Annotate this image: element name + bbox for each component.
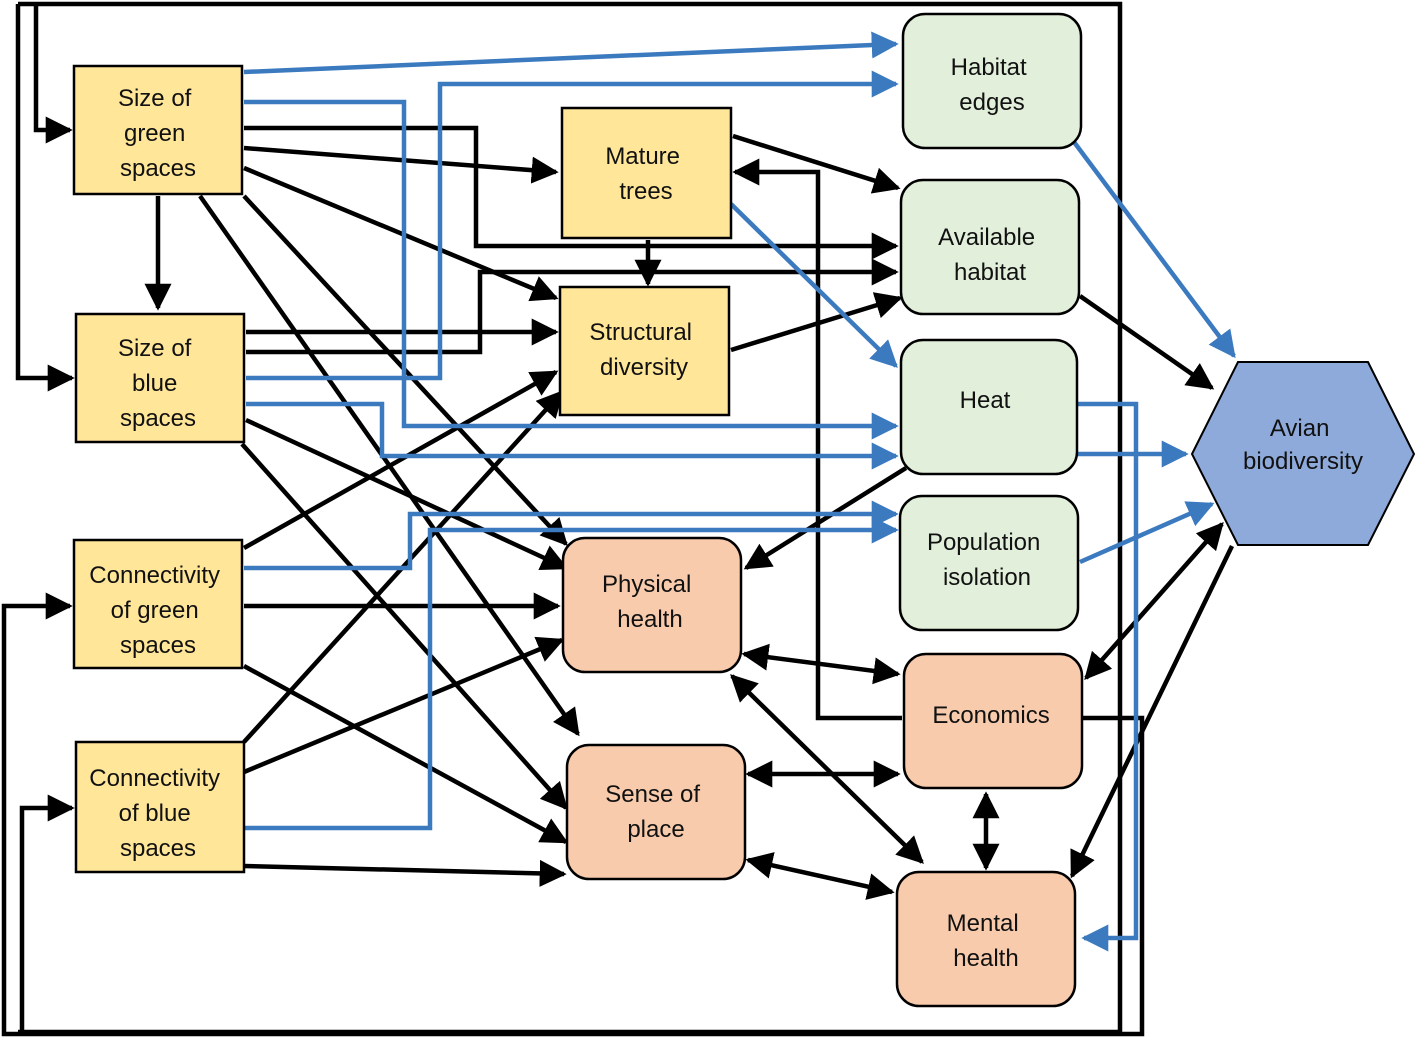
node-sense-of-place-label: Sense of place — [605, 781, 706, 843]
node-sense-of-place: Sense of place — [565, 743, 747, 881]
edge-frame-to-conn-green — [1, 592, 1145, 1037]
edge-conn-blue-to-physical — [243, 636, 565, 775]
node-avian-biodiversity: Avian biodiversity — [1190, 361, 1416, 546]
edge-blue-heat-to-mental — [1078, 401, 1139, 952]
edge-size-blue-to-available — [246, 258, 899, 355]
node-connectivity-of-blue-spaces-label: Connectivity of blue spaces — [89, 765, 226, 862]
edge-conn-blue-to-sense — [243, 859, 567, 887]
edge-physical-mental — [730, 674, 924, 864]
edge-size-blue-to-physical — [245, 417, 569, 571]
edges — [1, 1, 1236, 1037]
edge-blue-size-blue-to-habitat-edges — [246, 70, 899, 381]
node-mental-health-label: Mental health — [947, 910, 1026, 972]
edge-blue-mature-to-heat — [729, 202, 898, 368]
node-heat-label: Heat — [960, 387, 1011, 414]
edge-sense-mental — [745, 852, 895, 900]
node-available-habitat: Available habitat — [899, 178, 1081, 316]
node-connectivity-of-blue-spaces: Connectivity of blue spaces — [74, 740, 246, 874]
edge-blue-size-green-to-habitat-edges — [243, 31, 899, 75]
edge-available-to-avian — [1078, 294, 1215, 390]
node-physical-health: Physical health — [561, 536, 743, 674]
node-habitat-edges-label: Habitat edges — [951, 54, 1034, 116]
node-population-isolation: Population isolation — [898, 494, 1080, 632]
edge-blue-size-green-to-heat — [244, 99, 899, 440]
edge-size-green-to-available — [244, 125, 899, 260]
edge-physical-economics — [741, 643, 901, 685]
node-size-of-green-spaces: Size of green spaces — [72, 64, 244, 196]
node-connectivity-of-green-spaces: Connectivity of green spaces — [72, 538, 244, 670]
edge-blue-population-to-avian — [1079, 501, 1215, 565]
edge-economics-to-mature-trees — [732, 158, 902, 721]
edge-size-green-to-structural — [243, 165, 559, 302]
node-size-of-green-spaces-label: Size of green spaces — [118, 85, 198, 182]
node-mental-health: Mental health — [895, 870, 1077, 1008]
edge-frame-to-size-green — [33, 4, 73, 144]
edge-conn-green-to-structural — [242, 370, 559, 550]
edge-blue-habitat-edges-to-avian — [1072, 140, 1236, 359]
node-economics-label: Economics — [932, 702, 1049, 729]
edge-blue-conn-blue-to-population — [244, 516, 899, 831]
node-avian-biodiversity-label: Avian biodiversity — [1243, 415, 1363, 475]
node-heat: Heat — [899, 338, 1079, 476]
nodes: Size of green spaces Size of blue spaces… — [72, 12, 1416, 1008]
node-available-habitat-label: Available habitat — [938, 224, 1042, 286]
node-structural-diversity: Structural diversity — [558, 285, 731, 417]
node-size-of-blue-spaces-label: Size of blue spaces — [118, 335, 198, 432]
edge-heat-to-physical — [743, 466, 908, 570]
edge-conn-green-to-sense — [242, 664, 569, 844]
edge-size-green-to-mature-trees — [243, 145, 559, 184]
edge-frame-to-conn-blue — [19, 794, 75, 1034]
node-mature-trees: Mature trees — [560, 106, 733, 240]
edge-avian-to-mental — [1069, 545, 1235, 879]
edge-economics-avian — [1084, 521, 1224, 681]
node-physical-health-label: Physical health — [602, 571, 698, 633]
node-size-of-blue-spaces: Size of blue spaces — [74, 312, 246, 444]
edge-blue-size-blue-to-heat — [246, 401, 899, 470]
node-economics: Economics — [902, 652, 1084, 790]
edge-frame-to-size-blue — [15, 4, 75, 392]
node-structural-diversity-label: Structural diversity — [589, 319, 698, 381]
node-mature-trees-label: Mature trees — [605, 143, 686, 205]
edge-mature-to-available — [732, 133, 901, 194]
node-population-isolation-label: Population isolation — [927, 529, 1047, 591]
edge-size-blue-to-sense — [240, 442, 568, 811]
edge-blue-conn-green-to-population — [244, 500, 899, 571]
edge-structural-to-available — [730, 292, 903, 353]
node-habitat-edges: Habitat edges — [901, 12, 1083, 150]
node-connectivity-of-green-spaces-label: Connectivity of green spaces — [89, 562, 226, 659]
